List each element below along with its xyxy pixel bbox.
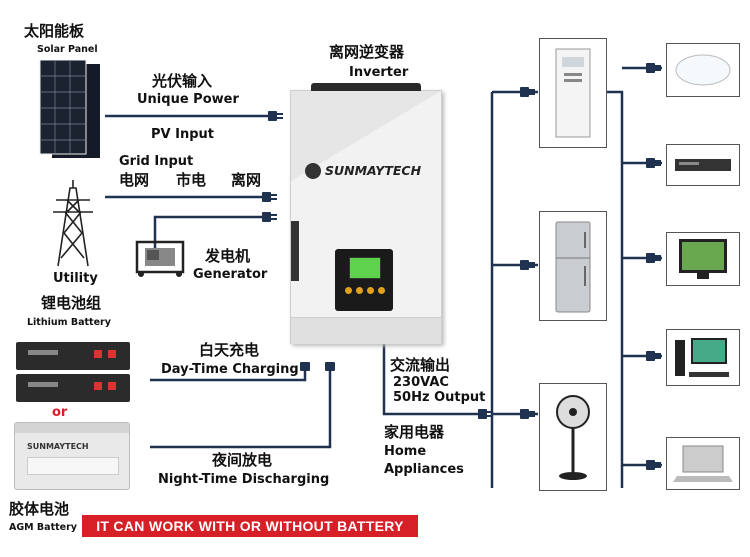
inverter-brand: SUNMAYTECH xyxy=(325,163,422,178)
lithium-battery-en-label: Lithium Battery xyxy=(27,317,111,328)
inverter-lcd-screen xyxy=(349,257,381,279)
inverter-side-ports xyxy=(291,221,299,281)
ceiling-lamp-icon xyxy=(675,54,731,86)
day-charging-wire xyxy=(150,370,307,382)
home-appliances-en-label-2: Appliances xyxy=(384,462,464,477)
inverter-button-4 xyxy=(378,287,385,294)
television-box xyxy=(666,232,740,286)
air-conditioner-box xyxy=(539,38,607,148)
day-charging-cn-label: 白天充电 xyxy=(199,341,260,359)
air-conditioner-icon xyxy=(555,48,591,138)
inverter-button-2 xyxy=(356,287,363,294)
generator-cn-label: 发电机 xyxy=(205,247,251,265)
grid-cn-label-1: 电网 xyxy=(119,171,150,189)
pv-unique-power-label: Unique Power xyxy=(137,92,239,107)
fan-icon xyxy=(556,395,590,480)
inverter-cn-label: 离网逆变器 xyxy=(329,43,405,61)
inverter-logo-icon xyxy=(305,163,321,179)
agm-battery-en-label: AGM Battery xyxy=(9,522,77,533)
agm-battery-brand: SUNMAYTECH xyxy=(27,442,89,451)
inverter-en-label: Inverter xyxy=(349,65,409,80)
grid-cn-label-3: 离网 xyxy=(231,171,262,189)
home-appliances-en-label-1: Home xyxy=(384,444,427,459)
laptop-icon xyxy=(673,445,733,482)
grid-cn-label-2: 市电 xyxy=(176,171,207,189)
solar-panel-en-label: Solar Panel xyxy=(37,44,98,55)
television-icon xyxy=(679,239,727,279)
day-charging-en-label: Day-Time Charging xyxy=(161,362,299,377)
ceiling-lamp-box xyxy=(666,43,740,97)
grid-input-label: Grid Input xyxy=(119,154,194,169)
pv-cn-label: 光伏输入 xyxy=(152,72,213,90)
night-discharging-cn-label: 夜间放电 xyxy=(212,451,273,469)
generator-en-label: Generator xyxy=(193,267,268,282)
solar-panel-cn-label: 太阳能板 xyxy=(24,22,85,40)
laptop-box xyxy=(666,437,740,490)
dvd-player-icon xyxy=(675,159,731,171)
utility-tower-icon xyxy=(53,180,93,267)
refrigerator-icon xyxy=(555,221,591,313)
ac-voltage-label: 230VAC xyxy=(393,375,449,390)
inverter-unit: SUNMAYTECH xyxy=(290,83,442,344)
lithium-battery-cn-label: 锂电池组 xyxy=(41,294,102,312)
lithium-battery-icon xyxy=(16,342,130,402)
pv-input-label: PV Input xyxy=(151,127,214,142)
night-discharging-en-label: Night-Time Discharging xyxy=(158,472,330,487)
agm-battery-cn-label: 胶体电池 xyxy=(9,500,70,518)
fan-box xyxy=(539,383,607,491)
agm-battery-icon: SUNMAYTECH xyxy=(14,422,130,490)
ac-output-cn-label: 交流输出 xyxy=(390,356,451,374)
inverter-button-3 xyxy=(367,287,374,294)
inverter-control-panel xyxy=(335,249,393,311)
solar-panel-icon xyxy=(39,60,100,158)
utility-label: Utility xyxy=(53,271,98,286)
right-bus-wire xyxy=(606,90,624,488)
night-discharging-wire xyxy=(150,370,332,449)
desktop-computer-icon xyxy=(675,338,729,377)
battery-optional-banner: IT CAN WORK WITH OR WITHOUT BATTERY xyxy=(82,515,418,537)
or-label: or xyxy=(52,405,68,420)
dvd-player-box xyxy=(666,144,740,186)
home-appliances-cn-label: 家用电器 xyxy=(384,423,445,441)
desktop-computer-box xyxy=(666,329,740,386)
refrigerator-box xyxy=(539,211,607,321)
generator-wire xyxy=(153,215,262,250)
ac-output-wire xyxy=(382,335,480,416)
ac-frequency-label: 50Hz Output xyxy=(393,390,486,405)
inverter-button-1 xyxy=(345,287,352,294)
generator-icon xyxy=(135,240,185,277)
